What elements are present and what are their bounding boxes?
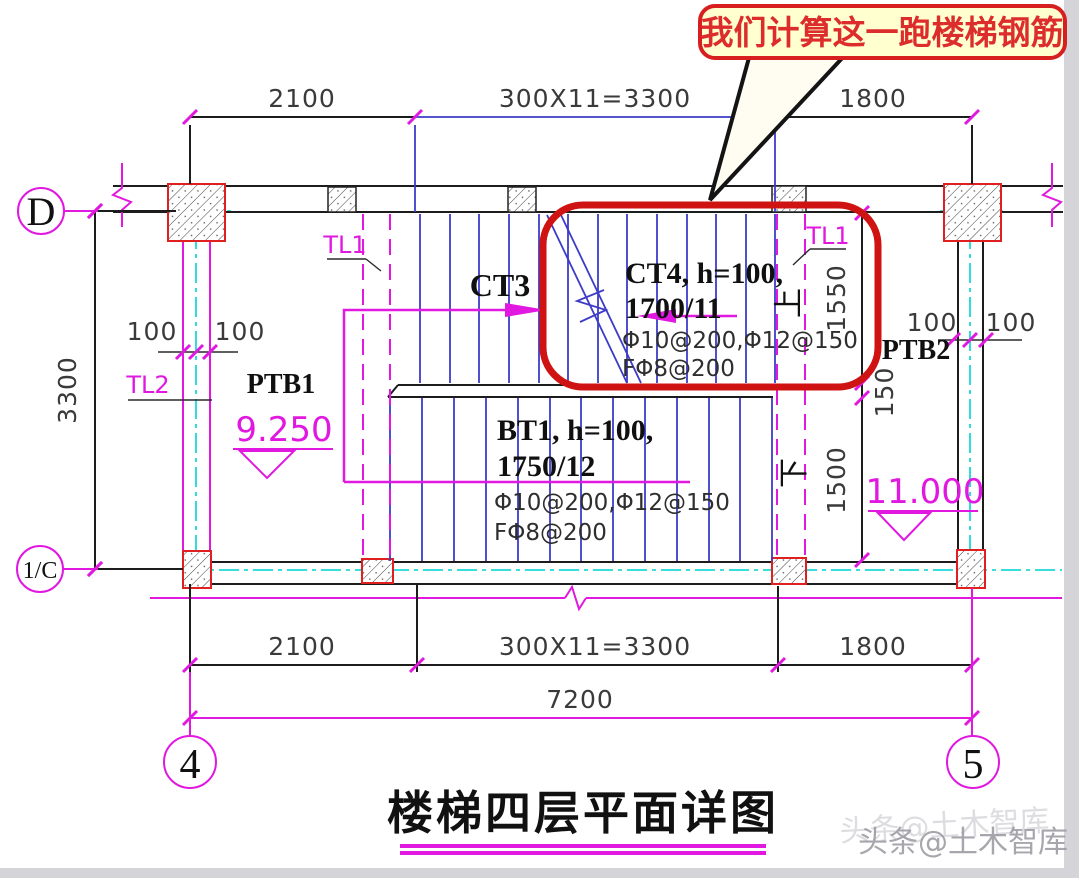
dim-row-total: 7200 bbox=[181, 685, 981, 727]
callout-bubble bbox=[698, 4, 1067, 60]
dim-total: 7200 bbox=[546, 685, 614, 714]
column-bottom-a bbox=[182, 550, 212, 589]
page-edge-right bbox=[1064, 0, 1079, 878]
dim-row-bottom: 2100 300X11=3300 1800 bbox=[181, 584, 981, 674]
column-bottom-b bbox=[361, 558, 394, 584]
dim-bottom-left: 2100 bbox=[268, 632, 336, 661]
column-bottom-c bbox=[771, 557, 807, 585]
tl2-text: TL2 bbox=[125, 371, 169, 399]
column-grid-d5 bbox=[943, 183, 1002, 242]
dim-left-3300: 3300 bbox=[53, 356, 82, 424]
tl1-left-label: TL1 bbox=[322, 231, 382, 272]
bt1-rebar1: Φ10@200,Φ12@150 bbox=[494, 490, 730, 516]
ptb2-label: PTB2 bbox=[882, 335, 950, 366]
grid-label-4: 4 bbox=[180, 742, 201, 788]
columns bbox=[167, 183, 1002, 589]
walk-lines bbox=[342, 303, 737, 484]
up-direction-label: 上 bbox=[772, 288, 807, 318]
column-top-a bbox=[327, 186, 357, 213]
bt1-rebar2: FΦ8@200 bbox=[494, 520, 607, 546]
dim-row-top: 2100 300X11=3300 1800 bbox=[181, 84, 981, 212]
walk-arrow-down bbox=[637, 309, 676, 323]
dim-right-1500: 1500 bbox=[822, 446, 851, 514]
flight-break-line bbox=[546, 214, 642, 384]
callout-text: 我们计算这一跑楼梯钢筋 bbox=[701, 13, 1064, 52]
dim-bottom-right: 1800 bbox=[839, 632, 907, 661]
title-text: 楼梯四层平面详图 bbox=[387, 786, 779, 840]
ct4-block: CT4, h=100, 1700/11 Φ10@200,Φ12@150 FΦ8@… bbox=[622, 257, 858, 382]
tl1-beam-lines bbox=[362, 214, 806, 560]
dim-right-wall-a: 100 bbox=[907, 308, 958, 337]
ptb1-label: PTB1 bbox=[247, 369, 315, 400]
dim-left-wall-a: 100 bbox=[127, 317, 178, 346]
grid-label-d: D bbox=[27, 189, 56, 234]
grid-bubble-1c: 1/C bbox=[16, 545, 183, 593]
level-11000-text: 11.000 bbox=[866, 472, 985, 512]
break-symbol-left bbox=[110, 163, 133, 227]
tl1-left-text: TL1 bbox=[322, 231, 366, 259]
grid-label-5: 5 bbox=[963, 742, 984, 788]
dim-right-150: 150 bbox=[870, 367, 899, 418]
ct4-line1: CT4, h=100, bbox=[625, 257, 783, 290]
dim-left-wall: 100 100 bbox=[127, 317, 266, 361]
lower-flight-treads bbox=[389, 397, 773, 561]
highlight-box bbox=[539, 201, 882, 391]
dim-top-left: 2100 bbox=[268, 84, 336, 113]
dim-left-height: 3300 bbox=[53, 202, 104, 578]
dim-bottom-middle: 300X11=3300 bbox=[499, 632, 691, 661]
tl2-label: TL2 bbox=[125, 371, 212, 401]
callout: 我们计算这一跑楼梯钢筋 bbox=[698, 4, 1067, 202]
level-marker-11000: 11.000 bbox=[866, 472, 985, 542]
bt1-line2: 1750/12 bbox=[497, 450, 595, 483]
column-top-b bbox=[507, 186, 537, 213]
drawing-title: 楼梯四层平面详图 bbox=[387, 786, 779, 855]
bt1-block: BT1, h=100, 1750/12 Φ10@200,Φ12@150 FΦ8@… bbox=[494, 414, 730, 546]
dim-right-wall-b: 100 bbox=[986, 308, 1037, 337]
ct4-line2: 1700/11 bbox=[625, 292, 722, 325]
grid-bubble-5: 5 bbox=[946, 588, 1000, 789]
dim-right-1550: 1550 bbox=[822, 264, 851, 332]
ct4-rebar1: Φ10@200,Φ12@150 bbox=[622, 328, 858, 354]
dim-right-wall: 100 100 bbox=[907, 308, 1037, 349]
grid-label-1c: 1/C bbox=[23, 558, 58, 584]
bt1-line1: BT1, h=100, bbox=[497, 414, 653, 447]
ct4-rebar2: FΦ8@200 bbox=[622, 356, 735, 382]
watermark-text: 头条@土木智库 bbox=[858, 825, 1068, 860]
page-edge-bottom bbox=[0, 868, 1079, 878]
walk-arrow-up bbox=[505, 303, 547, 317]
column-bottom-d bbox=[956, 549, 986, 589]
dim-top-right: 1800 bbox=[839, 84, 907, 113]
walls bbox=[113, 185, 1063, 612]
dim-right-column: 1550 150 1500 bbox=[822, 204, 899, 569]
level-9250-text: 9.250 bbox=[235, 410, 332, 450]
ct3-label: CT3 bbox=[470, 267, 530, 303]
grid-bubble-4: 4 bbox=[163, 660, 217, 789]
dim-left-wall-b: 100 bbox=[215, 317, 266, 346]
tl1-right-text: TL1 bbox=[805, 222, 849, 250]
level-marker-9250: 9.250 bbox=[233, 410, 333, 480]
tl1-right-label: TL1 bbox=[792, 222, 850, 266]
break-symbol-right bbox=[1040, 163, 1063, 227]
callout-tail bbox=[708, 52, 851, 202]
column-grid-d4 bbox=[167, 183, 226, 242]
dim-top-middle: 300X11=3300 bbox=[499, 84, 691, 113]
down-direction-label: 下 bbox=[777, 458, 812, 488]
grid-bubble-d: D bbox=[17, 187, 176, 235]
